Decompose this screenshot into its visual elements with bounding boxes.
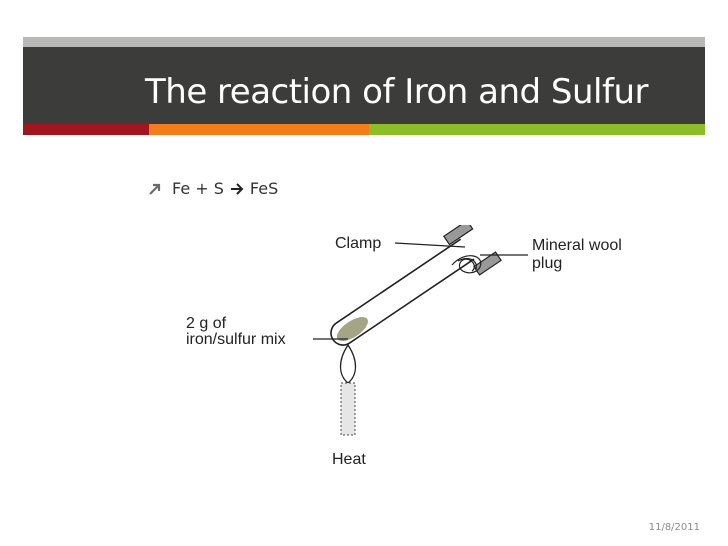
bullet-item: Fe + S FeS <box>148 179 278 198</box>
slide-date: 11/8/2011 <box>648 522 700 533</box>
clamp <box>443 225 502 276</box>
arrow-right-icon <box>230 182 244 195</box>
accent-strip-orange <box>149 124 369 135</box>
arrow-up-right-icon <box>149 183 161 195</box>
title-bar <box>23 37 705 124</box>
clamp-leader <box>394 242 466 248</box>
mix-label-1: 2 g of <box>186 315 227 332</box>
title-bar-accent <box>23 37 705 47</box>
accent-strip-green <box>369 124 705 135</box>
mineral-wool-plug <box>451 255 482 274</box>
flame <box>339 343 357 384</box>
test-tube <box>330 238 475 346</box>
mix-label-2: iron/sulfur mix <box>186 331 286 348</box>
reaction-product: FeS <box>249 179 279 198</box>
burner <box>340 382 356 436</box>
heat-label: Heat <box>332 451 366 468</box>
reaction-reactants: Fe + S <box>172 179 224 198</box>
accent-strip-red <box>23 124 149 135</box>
apparatus-drawing <box>313 225 528 436</box>
apparatus-diagram: Clamp Mineral wool plug 2 g of iron/sulf… <box>180 225 650 475</box>
slide-title: The reaction of Iron and Sulfur <box>145 72 649 112</box>
mineral-wool-label-1: Mineral wool <box>532 237 622 254</box>
mineral-wool-label-2: plug <box>532 255 563 272</box>
clamp-label: Clamp <box>335 235 382 252</box>
